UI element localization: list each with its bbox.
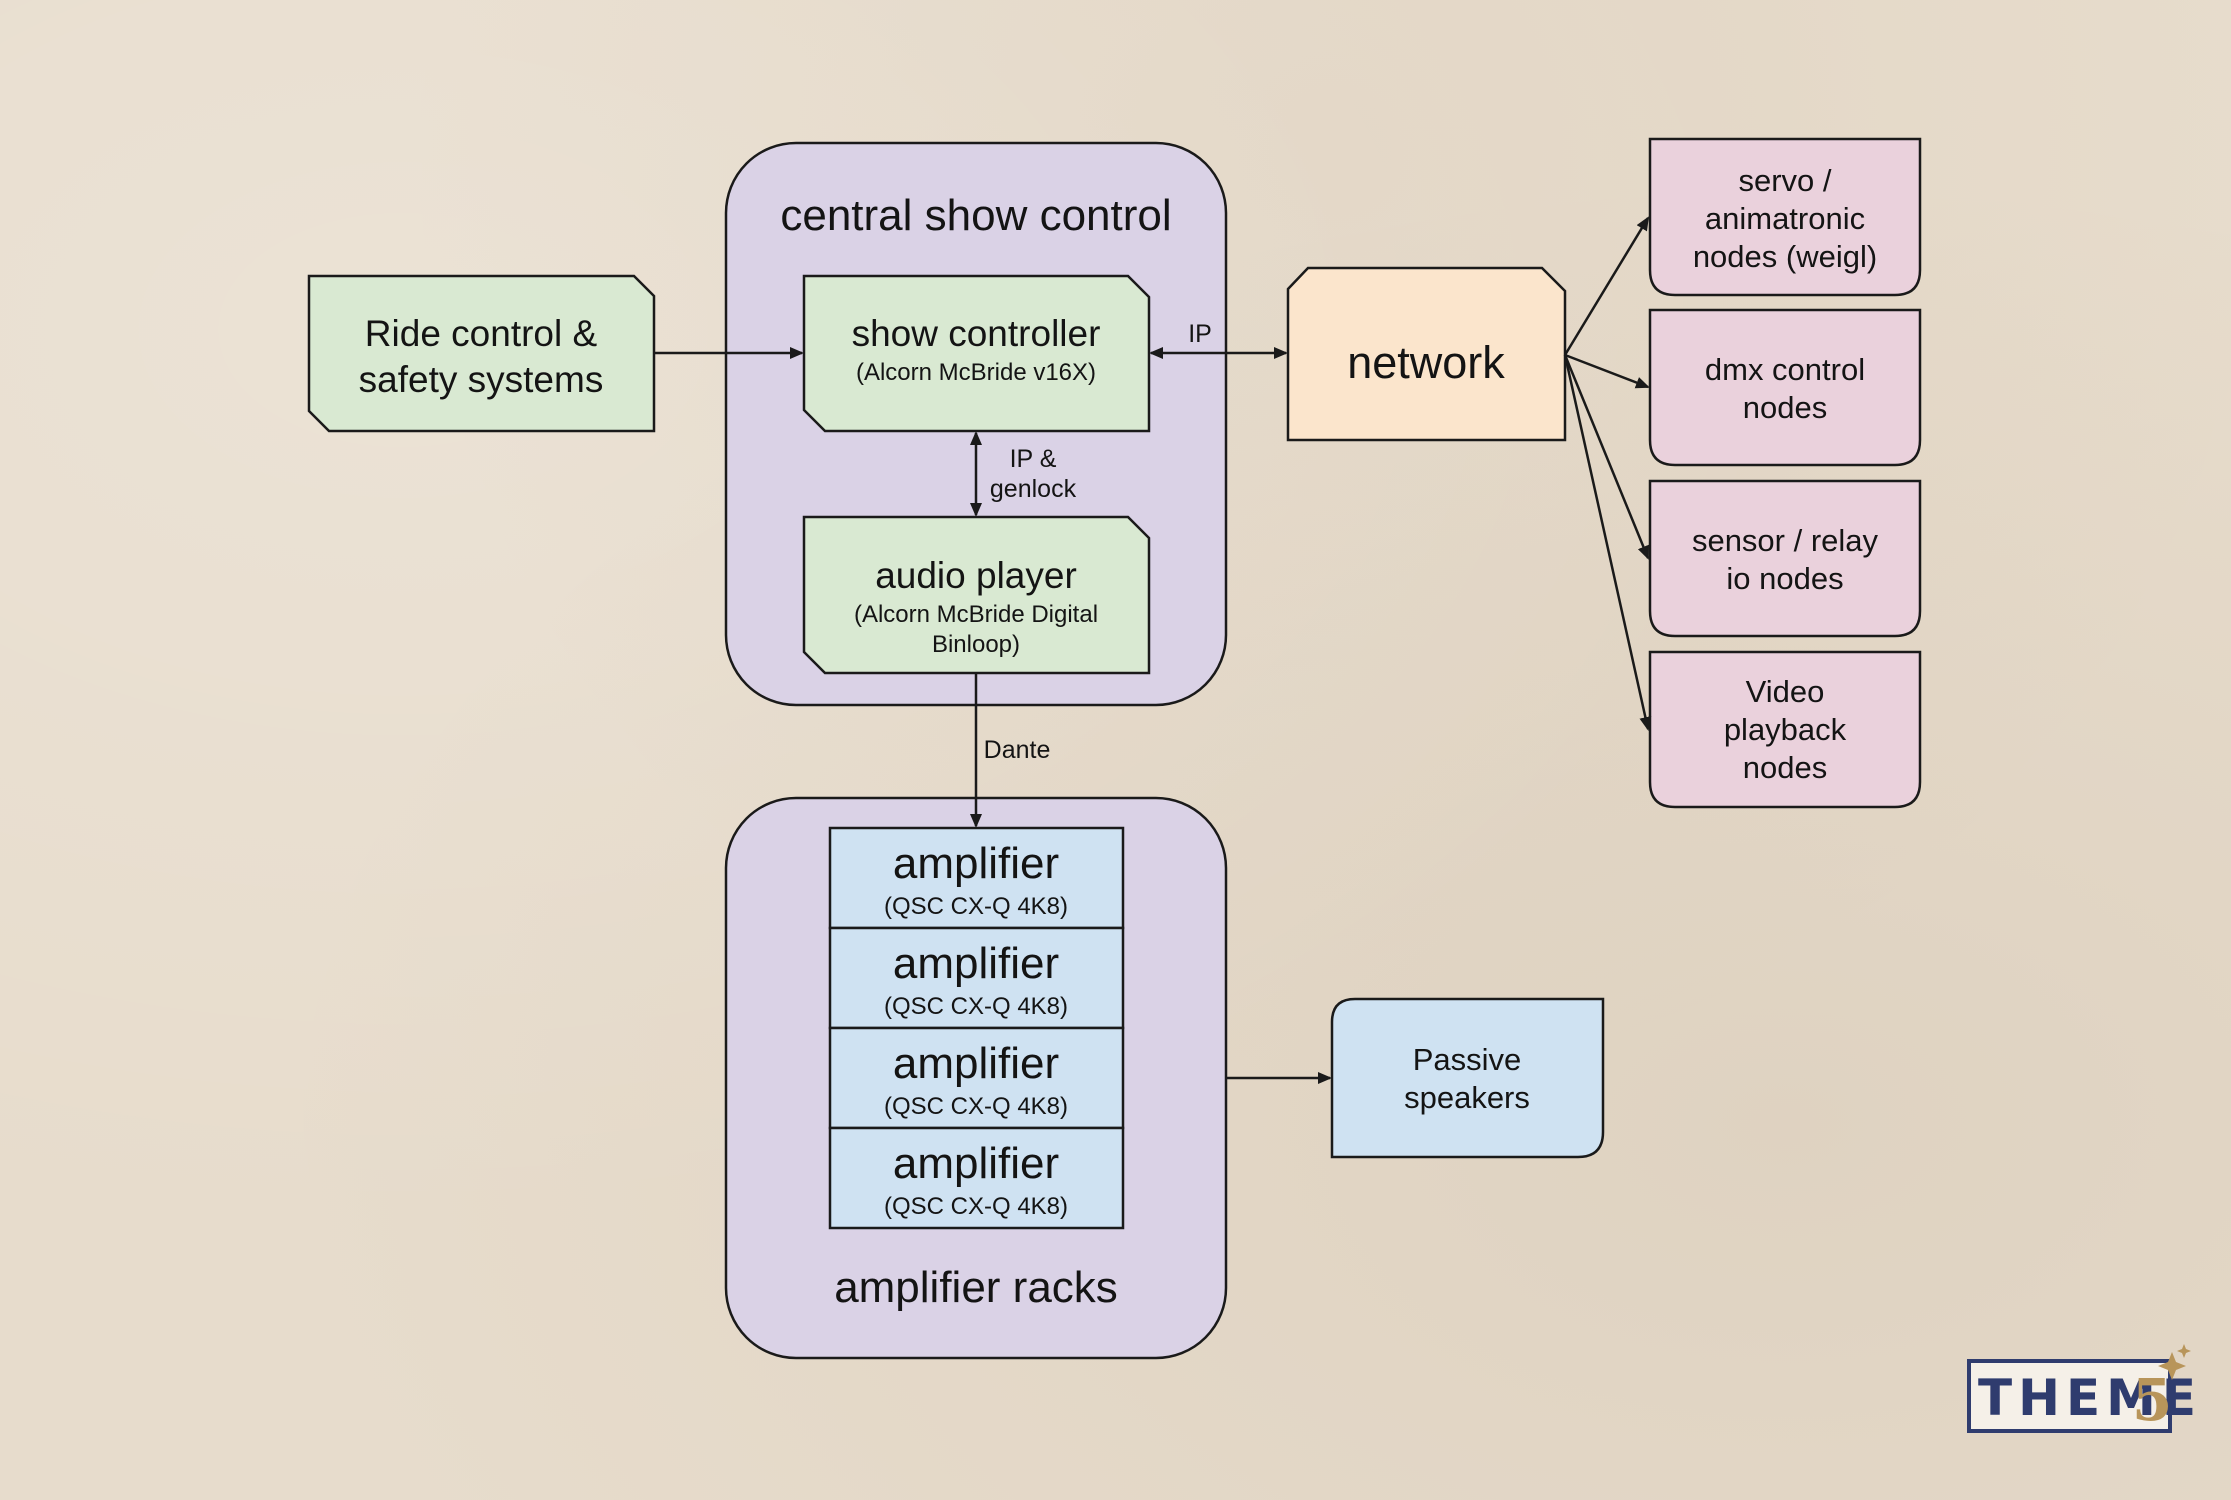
sensor-label-2: io nodes <box>1726 561 1843 596</box>
network-label: network <box>1347 337 1505 388</box>
amplifier-stack: amplifier (QSC CX-Q 4K8) amplifier (QSC … <box>828 826 1125 1230</box>
dante-edge-label: Dante <box>984 736 1051 764</box>
dmx-label-1: dmx control <box>1705 352 1865 387</box>
video-playback-node <box>1648 650 1922 809</box>
dmx-control-node <box>1648 308 1922 467</box>
amplifier-4-subtitle: (QSC CX-Q 4K8) <box>884 1193 1068 1220</box>
audio-player-node <box>802 515 1151 675</box>
amplifier-1-subtitle: (QSC CX-Q 4K8) <box>884 893 1068 920</box>
ip-genlock-label-1: IP & <box>1010 445 1057 473</box>
speakers-label-2: speakers <box>1404 1080 1530 1115</box>
sparkle-small-icon <box>2177 1344 2191 1358</box>
ride-control-label-1: Ride control & <box>365 313 598 354</box>
network-dmx-arrow <box>1564 353 1650 389</box>
speakers-label-1: Passive <box>1413 1042 1522 1077</box>
servo-animatronic-node <box>1648 137 1922 297</box>
amplifier-4 <box>828 1126 1125 1230</box>
amplifier-3-title: amplifier <box>893 1039 1059 1088</box>
ip-genlock-label-2: genlock <box>990 475 1077 503</box>
dmx-label-2: nodes <box>1743 390 1827 425</box>
servo-label-2: animatronic <box>1705 201 1865 236</box>
audio-player-subtitle-1: (Alcorn McBride Digital <box>854 601 1098 628</box>
video-label-1: Video <box>1746 674 1825 709</box>
network-node <box>1286 266 1567 442</box>
amplifier-3 <box>828 1026 1125 1130</box>
show-controller-node <box>802 274 1151 433</box>
sparkle-icon <box>2158 1352 2186 1380</box>
theme5-logo: THEME 5 <box>1967 1344 2202 1434</box>
show-controller-subtitle: (Alcorn McBride v16X) <box>856 359 1096 386</box>
logo-text: THEME <box>1978 1369 2202 1427</box>
central-show-control-title: central show control <box>780 191 1171 240</box>
ride-control-label-2: safety systems <box>359 359 604 400</box>
amplifier-2-title: amplifier <box>893 939 1059 988</box>
sensor-label-1: sensor / relay <box>1692 523 1879 558</box>
amplifier-2-subtitle: (QSC CX-Q 4K8) <box>884 993 1068 1020</box>
audio-player-subtitle-2: Binloop) <box>932 631 1020 658</box>
amplifier-3-subtitle: (QSC CX-Q 4K8) <box>884 1093 1068 1120</box>
ip-edge-label: IP <box>1188 320 1212 348</box>
network-video-arrow <box>1563 354 1652 731</box>
servo-label-3: nodes (weigl) <box>1693 239 1877 274</box>
network-servo-arrow <box>1563 216 1650 356</box>
servo-label-1: servo / <box>1738 163 1831 198</box>
amplifier-1-title: amplifier <box>893 839 1059 888</box>
amplifier-racks-title: amplifier racks <box>834 1263 1118 1312</box>
network-sensor-arrow <box>1563 354 1650 560</box>
logo-five: 5 <box>2132 1366 2172 1434</box>
video-label-3: nodes <box>1743 750 1827 785</box>
amplifier-4-title: amplifier <box>893 1139 1059 1188</box>
ride-control-node <box>307 274 656 433</box>
audio-player-title: audio player <box>875 555 1077 596</box>
passive-speakers-node <box>1330 997 1605 1159</box>
show-controller-title: show controller <box>852 313 1101 354</box>
sensor-relay-node <box>1648 479 1922 638</box>
video-label-2: playback <box>1724 712 1847 747</box>
